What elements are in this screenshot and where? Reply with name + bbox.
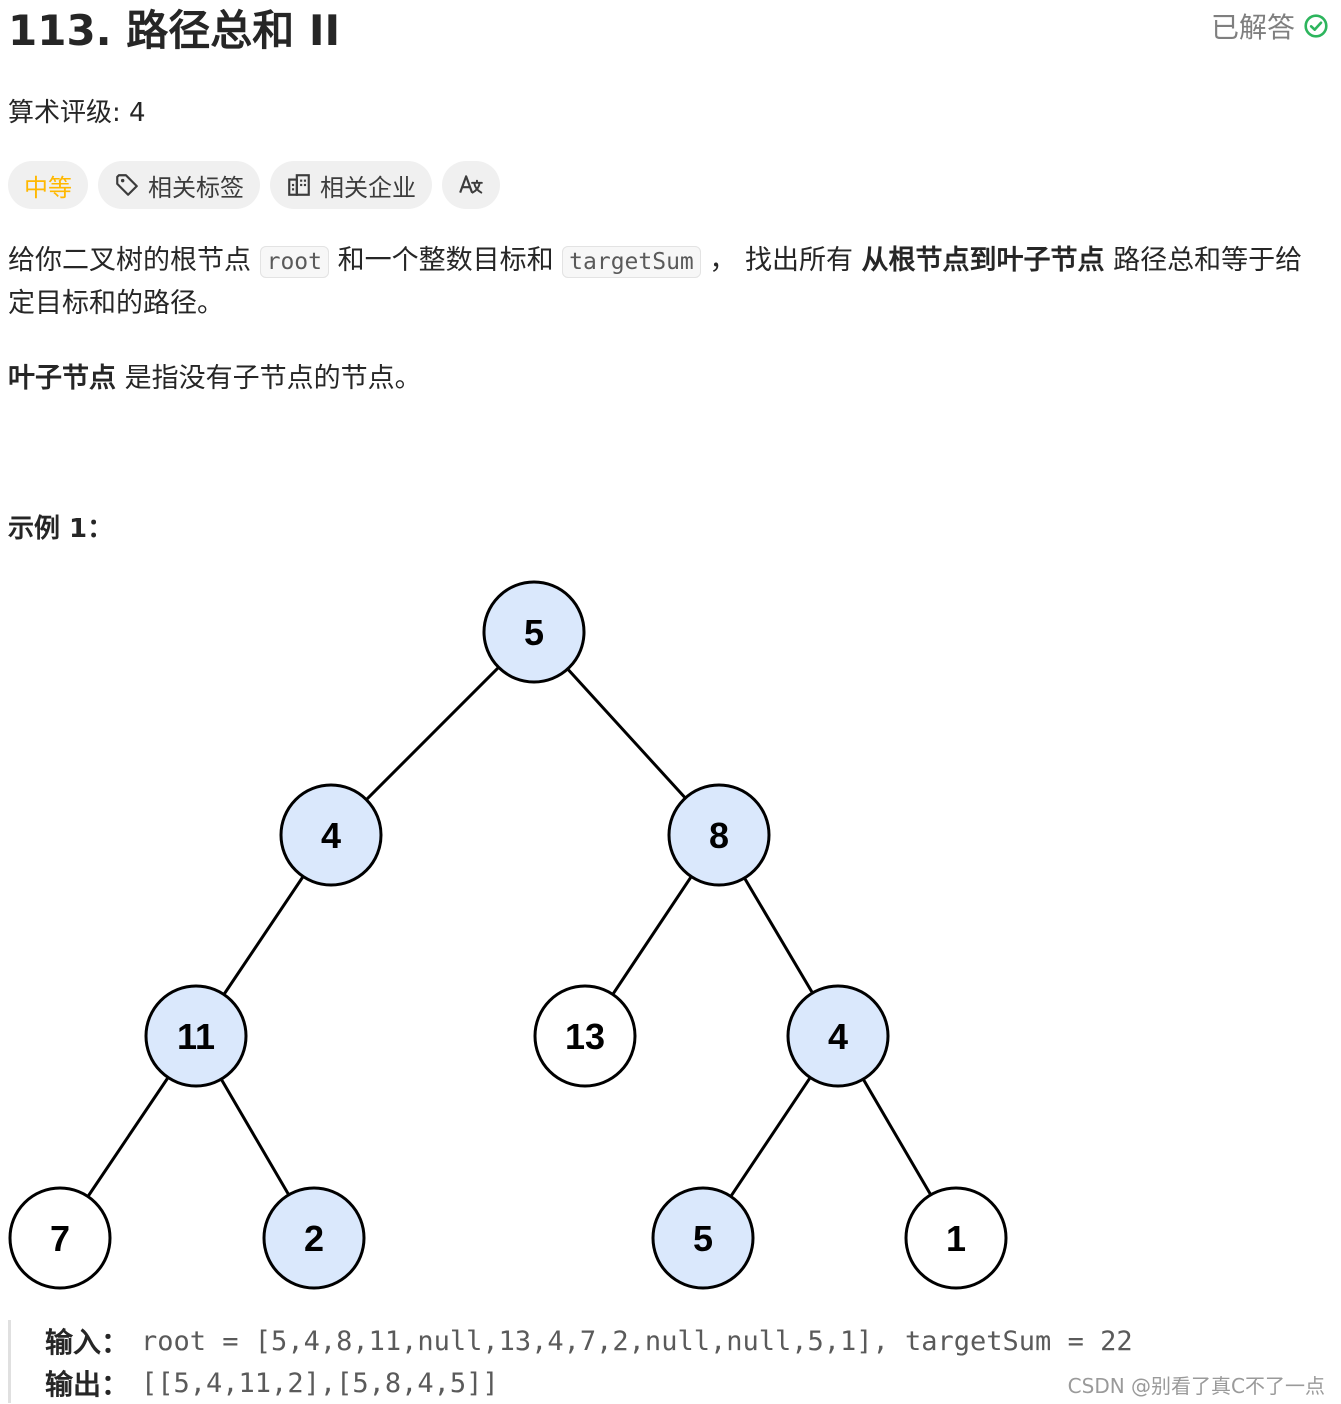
desc-bold-path: 从根节点到叶子节点 xyxy=(861,245,1105,276)
desc-text-2: 和一个整数目标和 xyxy=(328,245,563,276)
tree-node-circle xyxy=(651,1186,755,1290)
tree-node-circle xyxy=(482,580,586,684)
tree-node-label: 2 xyxy=(304,1218,324,1259)
related-tags-label: 相关标签 xyxy=(148,173,244,202)
tree-node: 4 xyxy=(786,984,890,1088)
tree-node-label: 1 xyxy=(946,1218,966,1259)
tag-icon xyxy=(116,174,138,196)
tree-node-label: 11 xyxy=(177,1016,215,1057)
tree-edge xyxy=(743,877,814,994)
code-targetsum: targetSum xyxy=(562,246,701,278)
tree-node: 1 xyxy=(904,1186,1008,1290)
tree-node: 11 xyxy=(144,984,248,1088)
tree-edge xyxy=(566,667,687,800)
solved-label: 已解答 xyxy=(1210,11,1295,44)
tree-node: 5 xyxy=(482,580,586,684)
tree-edges xyxy=(86,666,933,1198)
tree-node-circle xyxy=(786,984,890,1088)
tree-edge xyxy=(219,1078,291,1196)
watermark: CSDN @别看了真C不了一点 xyxy=(1067,1374,1325,1398)
tree-node-circle xyxy=(667,783,771,887)
example-input-line: 输入： root = [5,4,8,11,null,13,4,7,2,null,… xyxy=(45,1320,1133,1362)
input-label: 输入： xyxy=(45,1326,130,1359)
difficulty-label: 中等 xyxy=(24,173,72,202)
tree-node-circle xyxy=(533,984,637,1088)
tree-node-label: 8 xyxy=(709,815,729,856)
description-paragraph: 给你二叉树的根节点 root 和一个整数目标和 targetSum ， 找出所有… xyxy=(8,240,1328,325)
tree-node-label: 5 xyxy=(693,1218,713,1259)
tree-node-label: 13 xyxy=(565,1016,605,1057)
tree-edge xyxy=(729,1076,812,1198)
tree-node: 2 xyxy=(262,1186,366,1290)
problem-title: 113. 路径总和 II xyxy=(8,5,341,55)
tree-node: 7 xyxy=(8,1186,112,1290)
output-label: 输出： xyxy=(45,1368,130,1401)
tree-node-circle xyxy=(144,984,248,1088)
tree-node-circle xyxy=(262,1186,366,1290)
difficulty-badge[interactable]: 中等 xyxy=(8,161,88,209)
tree-edge xyxy=(222,875,305,996)
tree-node: 5 xyxy=(651,1186,755,1290)
tree-node: 4 xyxy=(279,783,383,887)
tree-edge xyxy=(861,1078,933,1196)
related-companies-label: 相关企业 xyxy=(320,173,416,202)
output-value: [[5,4,11,2],[5,8,4,5]] xyxy=(141,1367,499,1399)
tree-node-circle xyxy=(279,783,383,887)
translate-button[interactable] xyxy=(442,161,500,209)
tree-node-circle xyxy=(8,1186,112,1290)
check-circle-icon xyxy=(1304,14,1328,38)
problem-description: 给你二叉树的根节点 root 和一个整数目标和 targetSum ， 找出所有… xyxy=(8,240,1328,325)
rating-text: 算术评级: 4 xyxy=(8,98,146,128)
example-title: 示例 1： xyxy=(8,514,114,544)
tree-node: 8 xyxy=(667,783,771,887)
related-companies-button[interactable]: 相关企业 xyxy=(270,161,432,209)
leaf-bold: 叶子节点 xyxy=(8,363,116,394)
code-root: root xyxy=(259,246,329,278)
tree-diagram: 5 4 8 11 13 4 7 2 5 1 xyxy=(8,580,1008,1290)
tree-node-circle xyxy=(904,1186,1008,1290)
tree-node: 13 xyxy=(533,984,637,1088)
desc-text-4: 路径总和等于给定目标和的路径。 xyxy=(8,245,1303,319)
desc-text-3: ， 找出所有 xyxy=(700,245,862,276)
tree-edge xyxy=(611,875,693,996)
example-block: 输入： root = [5,4,8,11,null,13,4,7,2,null,… xyxy=(8,1320,1331,1403)
leaf-definition: 叶子节点 是指没有子节点的节点。 xyxy=(8,358,422,400)
building-icon xyxy=(288,174,310,196)
tree-node-label: 4 xyxy=(321,815,341,856)
tree-node-label: 7 xyxy=(50,1218,70,1259)
desc-text-1: 给你二叉树的根节点 xyxy=(8,245,260,276)
related-tags-button[interactable]: 相关标签 xyxy=(98,161,260,209)
leaf-text: 是指没有子节点的节点。 xyxy=(116,363,422,394)
tree-nodes: 5 4 8 11 13 4 7 2 5 1 xyxy=(8,580,1008,1290)
tree-edge xyxy=(365,666,500,801)
tree-node-label: 4 xyxy=(828,1016,848,1057)
tag-bar: 中等 相关标签 相关企业 xyxy=(8,161,500,209)
example-output-line: 输出： [[5,4,11,2],[5,8,4,5]] xyxy=(45,1362,499,1404)
tree-node-label: 5 xyxy=(524,612,544,653)
solved-status: 已解答 xyxy=(1211,6,1329,46)
tree-edge xyxy=(86,1076,170,1198)
translate-icon xyxy=(459,175,483,194)
input-value: root = [5,4,8,11,null,13,4,7,2,null,null… xyxy=(141,1325,1133,1357)
